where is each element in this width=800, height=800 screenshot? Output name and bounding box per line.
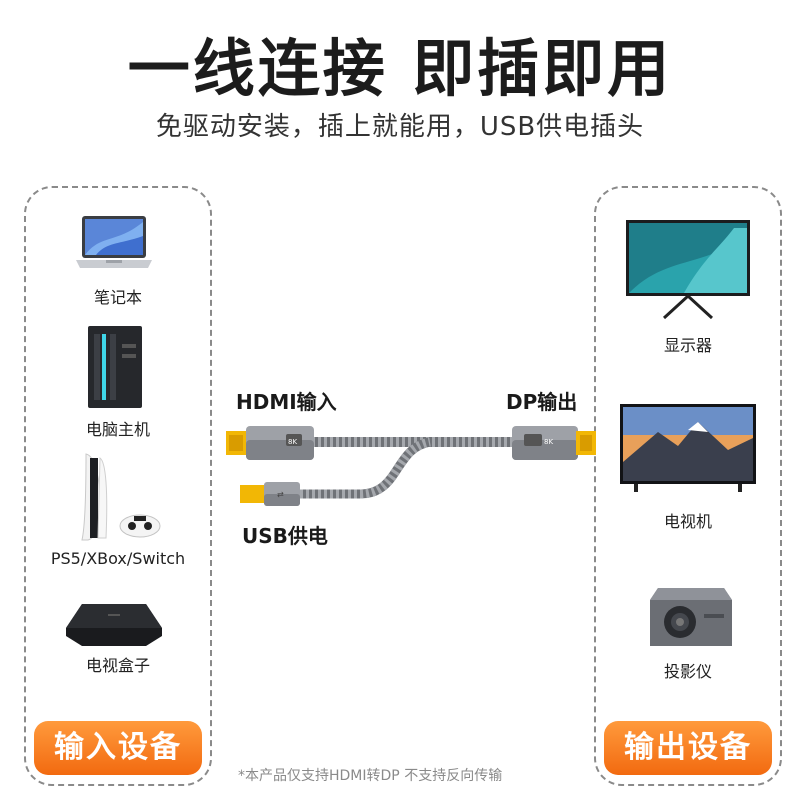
device-label-tvbox: 电视盒子 <box>85 656 150 675</box>
input-devices-badge: 输入设备 <box>34 721 202 775</box>
hdmi-plug <box>226 426 314 460</box>
footnote: *本产品仅支持HDMI转DP 不支持反向传输 <box>238 768 503 784</box>
laptop-icon <box>76 216 152 268</box>
page-title: 一线连接 即插即用 <box>127 32 673 105</box>
device-label-projector: 投影仪 <box>663 662 712 681</box>
device-label-desktop: 电脑主机 <box>85 420 150 439</box>
desktop-tower-icon <box>88 326 142 408</box>
projector-icon <box>650 588 732 646</box>
page-subtitle: 免驱动安装，插上就能用，USB供电插头 <box>155 112 645 142</box>
hdmi-8k-mark: 8K <box>288 438 297 446</box>
dp-output-label: DP输出 <box>506 390 578 414</box>
monitor-icon <box>626 220 750 320</box>
device-label-laptop: 笔记本 <box>93 288 142 307</box>
output-devices-panel <box>594 186 782 786</box>
tv-box-icon <box>66 604 162 646</box>
device-label-console: PS5/XBox/Switch <box>50 549 186 568</box>
dp-8k-mark: 8K <box>544 438 553 446</box>
usb-power-label: USB供电 <box>242 524 328 548</box>
dp-plug <box>512 426 596 460</box>
device-label-tv: 电视机 <box>663 512 712 531</box>
usb-plug: ⇄ <box>240 482 300 506</box>
output-devices-badge: 输出设备 <box>604 721 772 775</box>
game-console-icon <box>81 453 161 541</box>
input-devices-panel <box>24 186 212 786</box>
svg-text:⇄: ⇄ <box>277 490 284 499</box>
hdmi-input-label: HDMI输入 <box>236 390 337 414</box>
television-icon <box>620 404 756 492</box>
device-label-monitor: 显示器 <box>663 336 712 355</box>
